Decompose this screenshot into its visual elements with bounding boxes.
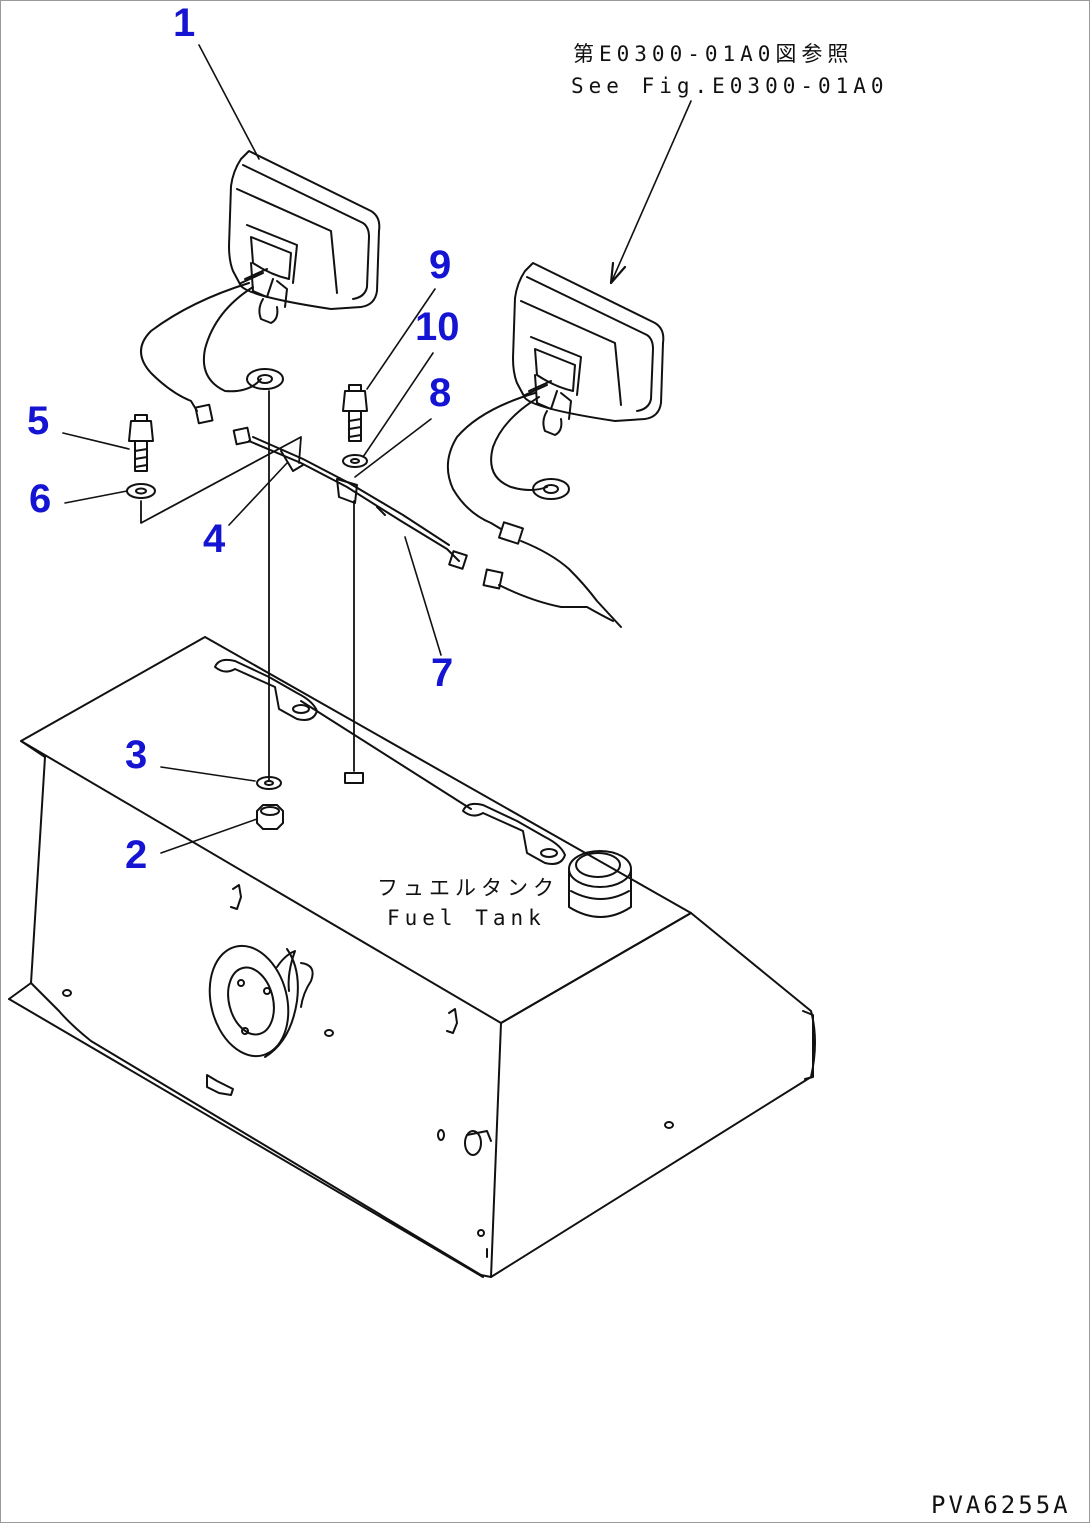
reference-note-jp: 第E0300-01A0図参照 (573, 42, 854, 66)
washer-6 (126, 483, 156, 499)
washer-3 (256, 776, 282, 790)
washer-10 (342, 454, 368, 468)
callout-6: 6 (29, 477, 52, 521)
callout-5: 5 (27, 399, 50, 443)
drawing-code: PVA6255A (931, 1491, 1071, 1519)
tank-label-en: Fuel Tank (387, 906, 546, 930)
lamp-right-wiring (446, 392, 622, 628)
callout-1: 1 (173, 1, 196, 45)
leader-lines (62, 44, 692, 854)
bolt-5 (128, 414, 154, 472)
callout-9: 9 (429, 243, 452, 287)
callout-10: 10 (415, 305, 460, 349)
reference-note-en: See Fig.E0300-01A0 (571, 74, 889, 98)
fuel-tank (8, 636, 816, 1278)
callout-7: 7 (431, 651, 454, 695)
tank-label-jp: フュエルタンク (377, 876, 559, 900)
bolt-9 (342, 384, 368, 442)
callout-4: 4 (203, 517, 226, 561)
callout-8: 8 (429, 371, 452, 415)
callout-3: 3 (125, 733, 148, 777)
work-lamp-left (228, 150, 381, 324)
nut-8-on-tank (344, 772, 364, 784)
wiring-harness (232, 426, 468, 570)
lamp-left-wiring (140, 282, 284, 425)
work-lamp-right (512, 262, 665, 436)
assembly-lines (140, 390, 355, 782)
callout-2: 2 (125, 833, 148, 877)
nut-2 (256, 804, 284, 830)
